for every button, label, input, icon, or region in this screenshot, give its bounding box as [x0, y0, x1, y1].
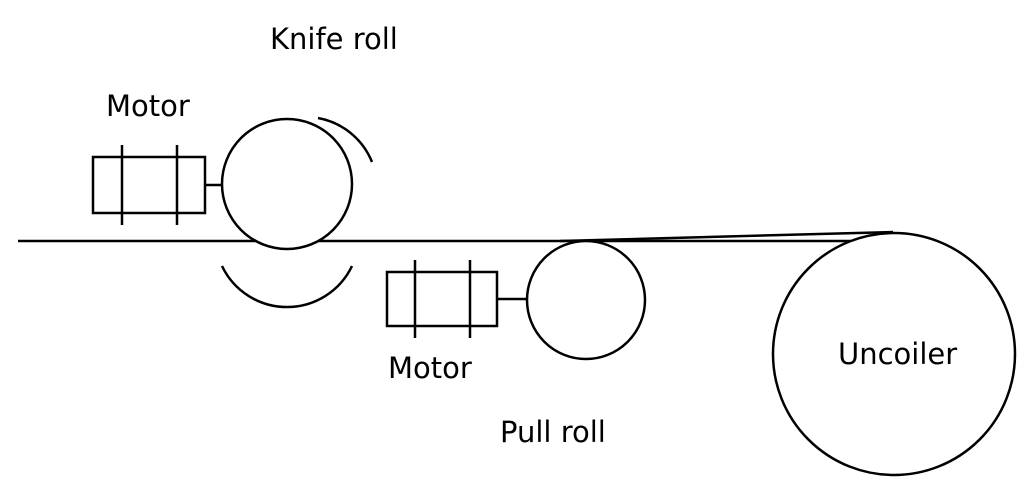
knife-blade-upper	[317, 116, 374, 163]
pull-roll-label: Pull roll	[500, 415, 606, 449]
motor-top-label: Motor	[106, 89, 190, 123]
knife-roll-label: Knife roll	[270, 22, 398, 56]
strip-to-uncoiler	[559, 230, 894, 243]
motor-bottom	[385, 260, 527, 338]
knife-roll	[220, 116, 374, 309]
knife-blade-lower	[220, 265, 354, 309]
motor-top	[91, 145, 223, 225]
motor-bottom-label: Motor	[388, 351, 472, 385]
uncoiler-label: Uncoiler	[838, 337, 957, 371]
uncoiler	[771, 231, 1017, 477]
pull-roll	[525, 239, 647, 361]
